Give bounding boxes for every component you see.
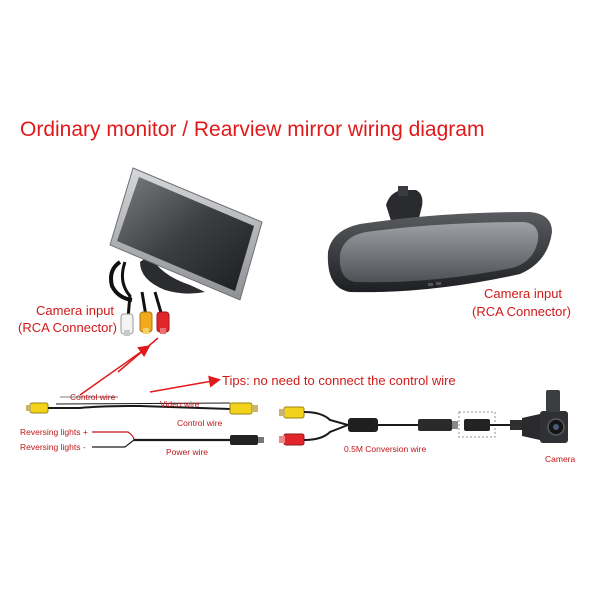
camera-label: Camera [545, 454, 576, 464]
control-wire-label-top: Control wire [70, 392, 116, 402]
mirror-camera-input-label: Camera input [484, 286, 563, 301]
conversion-wire [279, 406, 522, 446]
conversion-wire-label: 0.5M Conversion wire [344, 444, 427, 454]
backup-camera [522, 390, 568, 443]
monitor-rca-plugs [120, 291, 170, 336]
video-wire-label: Video wire [160, 399, 200, 409]
diagram-title: Ordinary monitor / Rearview mirror wirin… [20, 118, 485, 141]
lcd-monitor [109, 167, 263, 336]
rearview-mirror [327, 186, 552, 293]
monitor-rca-connector-label: (RCA Connector) [18, 320, 117, 335]
extension-cable [26, 396, 264, 448]
power-wire-label: Power wire [166, 447, 209, 457]
monitor-camera-input-label: Camera input [36, 303, 115, 318]
arrow-to-monitor-rca [117, 337, 159, 373]
reversing-lights-minus-label: Reversing lights - [20, 442, 86, 452]
tips-note: Tips: no need to connect the control wir… [222, 373, 456, 388]
arrow-video-to-monitor [79, 345, 151, 396]
mirror-rca-connector-label: (RCA Connector) [472, 304, 571, 319]
reversing-lights-plus-label: Reversing lights + [20, 427, 88, 437]
arrow-to-tips [149, 375, 221, 393]
control-wire-label-right: Control wire [177, 418, 223, 428]
